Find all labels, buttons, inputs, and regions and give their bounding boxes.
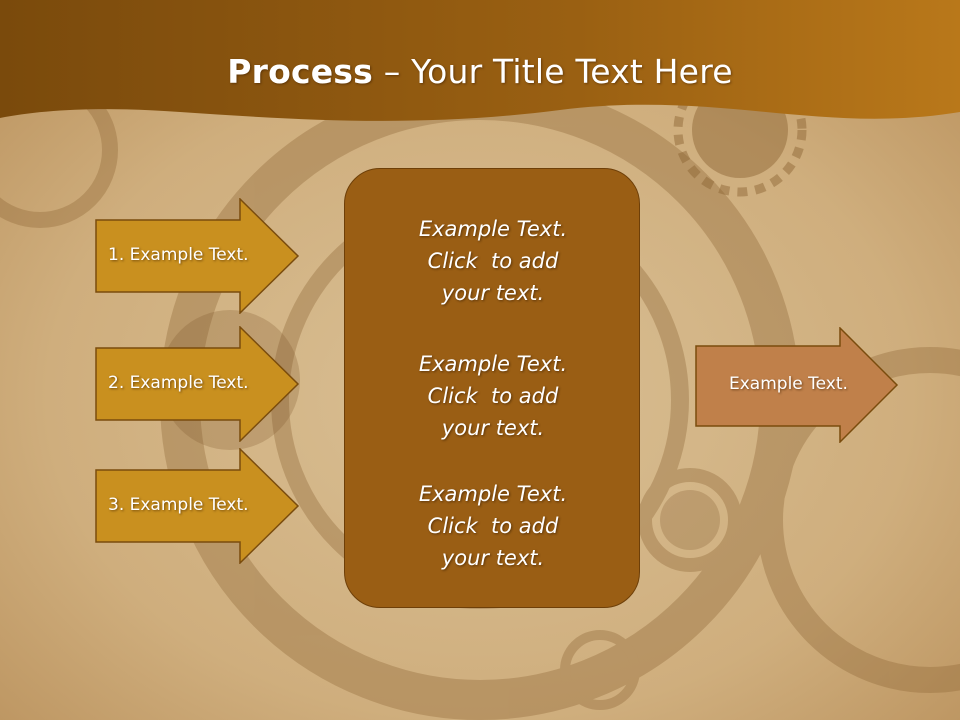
step-arrow-3[interactable]: 3. Example Text. <box>95 448 300 564</box>
para-line: your text. <box>441 416 545 440</box>
title-separator: – <box>373 52 412 91</box>
arrow-shape <box>695 327 899 443</box>
title-rest: Your Title Text Here <box>411 52 733 91</box>
para-line: Click to add <box>427 384 559 408</box>
arrow-shape <box>95 448 300 564</box>
center-paragraph-3: Example Text. Click to add your text. <box>345 478 641 574</box>
para-line: Example Text. <box>418 352 568 376</box>
para-line: Example Text. <box>418 482 568 506</box>
title-bold: Process <box>227 52 373 91</box>
para-line: Click to add <box>427 514 559 538</box>
step-arrow-1[interactable]: 1. Example Text. <box>95 198 300 314</box>
arrow-shape <box>95 198 300 314</box>
result-label: Example Text. <box>729 374 848 394</box>
center-text-box[interactable]: Example Text. Click to add your text. Ex… <box>344 168 640 608</box>
para-line: your text. <box>441 281 545 305</box>
step-label-3: 3. Example Text. <box>108 495 249 515</box>
step-label-2: 2. Example Text. <box>108 373 249 393</box>
para-line: your text. <box>441 546 545 570</box>
step-label-1: 1. Example Text. <box>108 245 249 265</box>
para-line: Example Text. <box>418 217 568 241</box>
para-line: Click to add <box>427 249 559 273</box>
arrow-shape <box>95 326 300 442</box>
result-arrow[interactable]: Example Text. <box>695 327 900 443</box>
center-paragraph-2: Example Text. Click to add your text. <box>345 348 641 444</box>
center-paragraph-1: Example Text. Click to add your text. <box>345 213 641 309</box>
slide-title: Process – Your Title Text Here <box>0 52 960 91</box>
step-arrow-2[interactable]: 2. Example Text. <box>95 326 300 442</box>
